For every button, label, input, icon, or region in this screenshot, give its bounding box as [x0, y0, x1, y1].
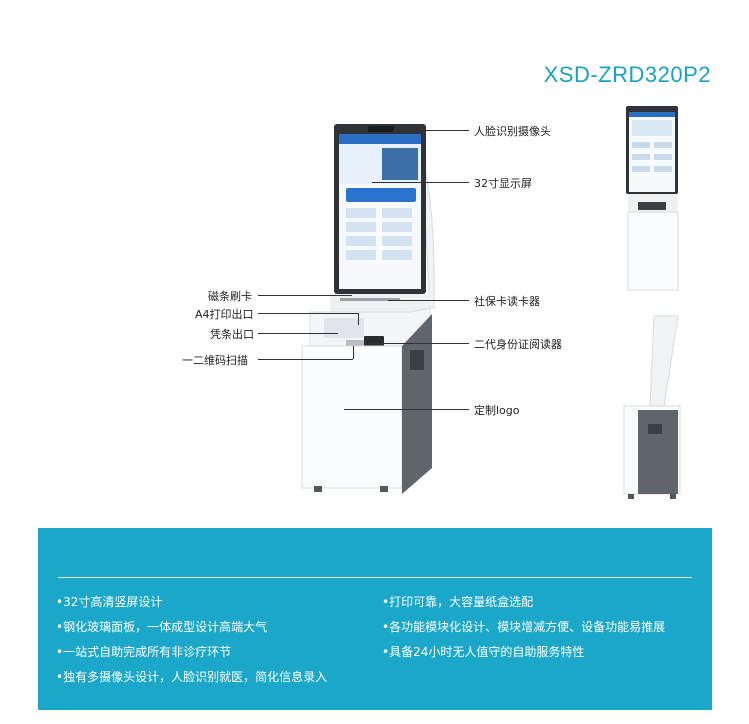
callout-face-camera: 人脸识别摄像头	[474, 125, 551, 138]
callout-id-reader: 二代身份证阅读器	[474, 338, 562, 351]
callout-line-ss-card-reader	[388, 300, 469, 301]
callout-qr-scan: 一二维码扫描	[182, 354, 248, 367]
callout-line-qr-scan	[258, 359, 353, 360]
callout-vline-a4-output	[358, 313, 359, 325]
callout-magstripe: 磁条刷卡	[208, 290, 252, 303]
feature-right-1: •打印可靠，大容量纸盒选配	[382, 595, 534, 609]
callout-line-receipt-output	[258, 333, 338, 334]
feature-right-3: •具备24小时无人值守的自助服务特性	[382, 645, 585, 659]
callout-ss-card-reader: 社保卡读卡器	[474, 295, 540, 308]
callout-line-magstripe	[258, 295, 352, 296]
model-number: XSD-ZRD320P2	[543, 62, 711, 87]
kiosk-thumbnail-front	[626, 106, 679, 291]
callout-line-a4-output	[258, 313, 358, 314]
callout-vline-qr-scan	[353, 346, 354, 359]
callout-line-face-camera	[393, 130, 469, 131]
callout-a4-output: A4打印出口	[195, 308, 254, 321]
feature-left-3: •一站式自助完成所有非诊疗环节	[56, 645, 232, 659]
kiosk-thumbnail-side	[623, 315, 681, 499]
callout-line-custom-logo	[344, 409, 469, 410]
callout-display: 32寸显示屏	[474, 177, 532, 190]
callout-custom-logo: 定制logo	[474, 404, 520, 417]
feature-left-2: •钢化玻璃面板，一体成型设计高端大气	[56, 620, 268, 634]
callout-line-display	[372, 182, 469, 183]
panel-divider	[58, 577, 692, 578]
feature-panel: •32寸高清竖屏设计 •钢化玻璃面板，一体成型设计高端大气 •一站式自助完成所有…	[38, 528, 712, 710]
feature-left-4: •独有多摄像头设计，人脸识别就医，简化信息录入	[56, 670, 328, 684]
feature-right-2: •各功能模块化设计、模块增减方便、设备功能易推展	[382, 620, 666, 634]
feature-left-1: •32寸高清竖屏设计	[56, 595, 163, 609]
callout-line-id-reader	[370, 343, 469, 344]
callout-receipt-output: 凭条出口	[210, 328, 254, 341]
kiosk-front-view	[301, 124, 435, 494]
